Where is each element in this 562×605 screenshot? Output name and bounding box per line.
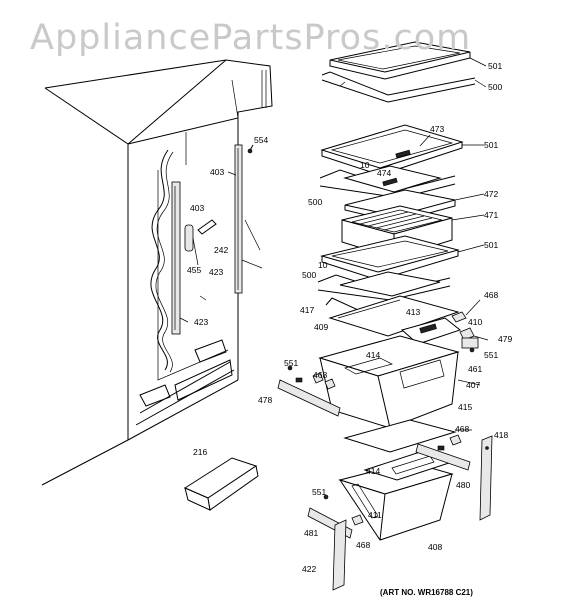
frame-500-third: [317, 271, 451, 301]
part-242-455: [184, 219, 217, 252]
art-number: (ART NO. WR16788 C21): [380, 588, 473, 597]
callout-413: 413: [406, 307, 420, 317]
callout-408: 408: [428, 542, 442, 552]
callout-473: 473: [430, 124, 444, 134]
callout-422: 422: [302, 564, 316, 574]
callout-478: 478: [258, 395, 272, 405]
callout-414: 414: [366, 466, 380, 476]
callout-480: 480: [456, 480, 470, 490]
callout-501: 501: [488, 61, 502, 71]
callout-501: 501: [484, 240, 498, 250]
rail-403-left: [171, 181, 181, 335]
frame-500-top: [321, 71, 476, 103]
callout-551: 551: [312, 487, 326, 497]
callout-423: 423: [194, 317, 208, 327]
callout-423: 423: [209, 267, 223, 277]
callout-472: 472: [484, 189, 498, 199]
callout-216: 216: [193, 447, 207, 457]
watermark: AppliancePartsPros.com: [30, 18, 472, 58]
callout-407: 407: [466, 380, 480, 390]
callout-414: 414: [366, 350, 380, 360]
callout-409: 409: [314, 322, 328, 332]
bin-216: [183, 457, 259, 511]
slide-478: [277, 365, 341, 417]
callout-10: 10: [360, 160, 370, 170]
callout-500: 500: [308, 197, 322, 207]
leader-lines: [179, 57, 489, 431]
callout-468: 468: [484, 290, 498, 300]
callout-479: 479: [498, 334, 512, 344]
callout-501: 501: [484, 140, 498, 150]
trim-418: [479, 435, 493, 521]
callout-474: 474: [377, 168, 391, 178]
callout-455: 455: [187, 265, 201, 275]
trim-422: [332, 514, 364, 591]
callout-481: 481: [304, 528, 318, 538]
shelf-501-top: [329, 41, 471, 80]
drawer-408: [338, 451, 454, 541]
callout-415: 415: [458, 402, 472, 412]
callout-554: 554: [254, 135, 268, 145]
callout-500: 500: [488, 82, 502, 92]
callout-403: 403: [210, 167, 224, 177]
callout-410: 410: [468, 317, 482, 327]
callout-461: 461: [468, 364, 482, 374]
callout-242: 242: [214, 245, 228, 255]
callout-468: 468: [455, 424, 469, 434]
callout-10: 10: [318, 260, 328, 270]
drawer-407: [318, 335, 460, 429]
slide-480: [415, 434, 471, 471]
rail-403-right: [234, 144, 254, 294]
callout-468: 468: [356, 540, 370, 550]
callout-551: 551: [484, 350, 498, 360]
callout-418: 418: [494, 430, 508, 440]
callout-417: 417: [300, 305, 314, 315]
callout-411: 411: [368, 510, 382, 520]
callout-471: 471: [484, 210, 498, 220]
cover-417-409: [325, 295, 460, 337]
callout-labels: 501 500 473 501 10 474 472 500 471 501 1…: [187, 61, 512, 597]
callout-500: 500: [302, 270, 316, 280]
callout-403: 403: [190, 203, 204, 213]
callout-551: 551: [284, 358, 298, 368]
callout-468: 468: [313, 370, 327, 380]
glass-415: [343, 419, 457, 453]
